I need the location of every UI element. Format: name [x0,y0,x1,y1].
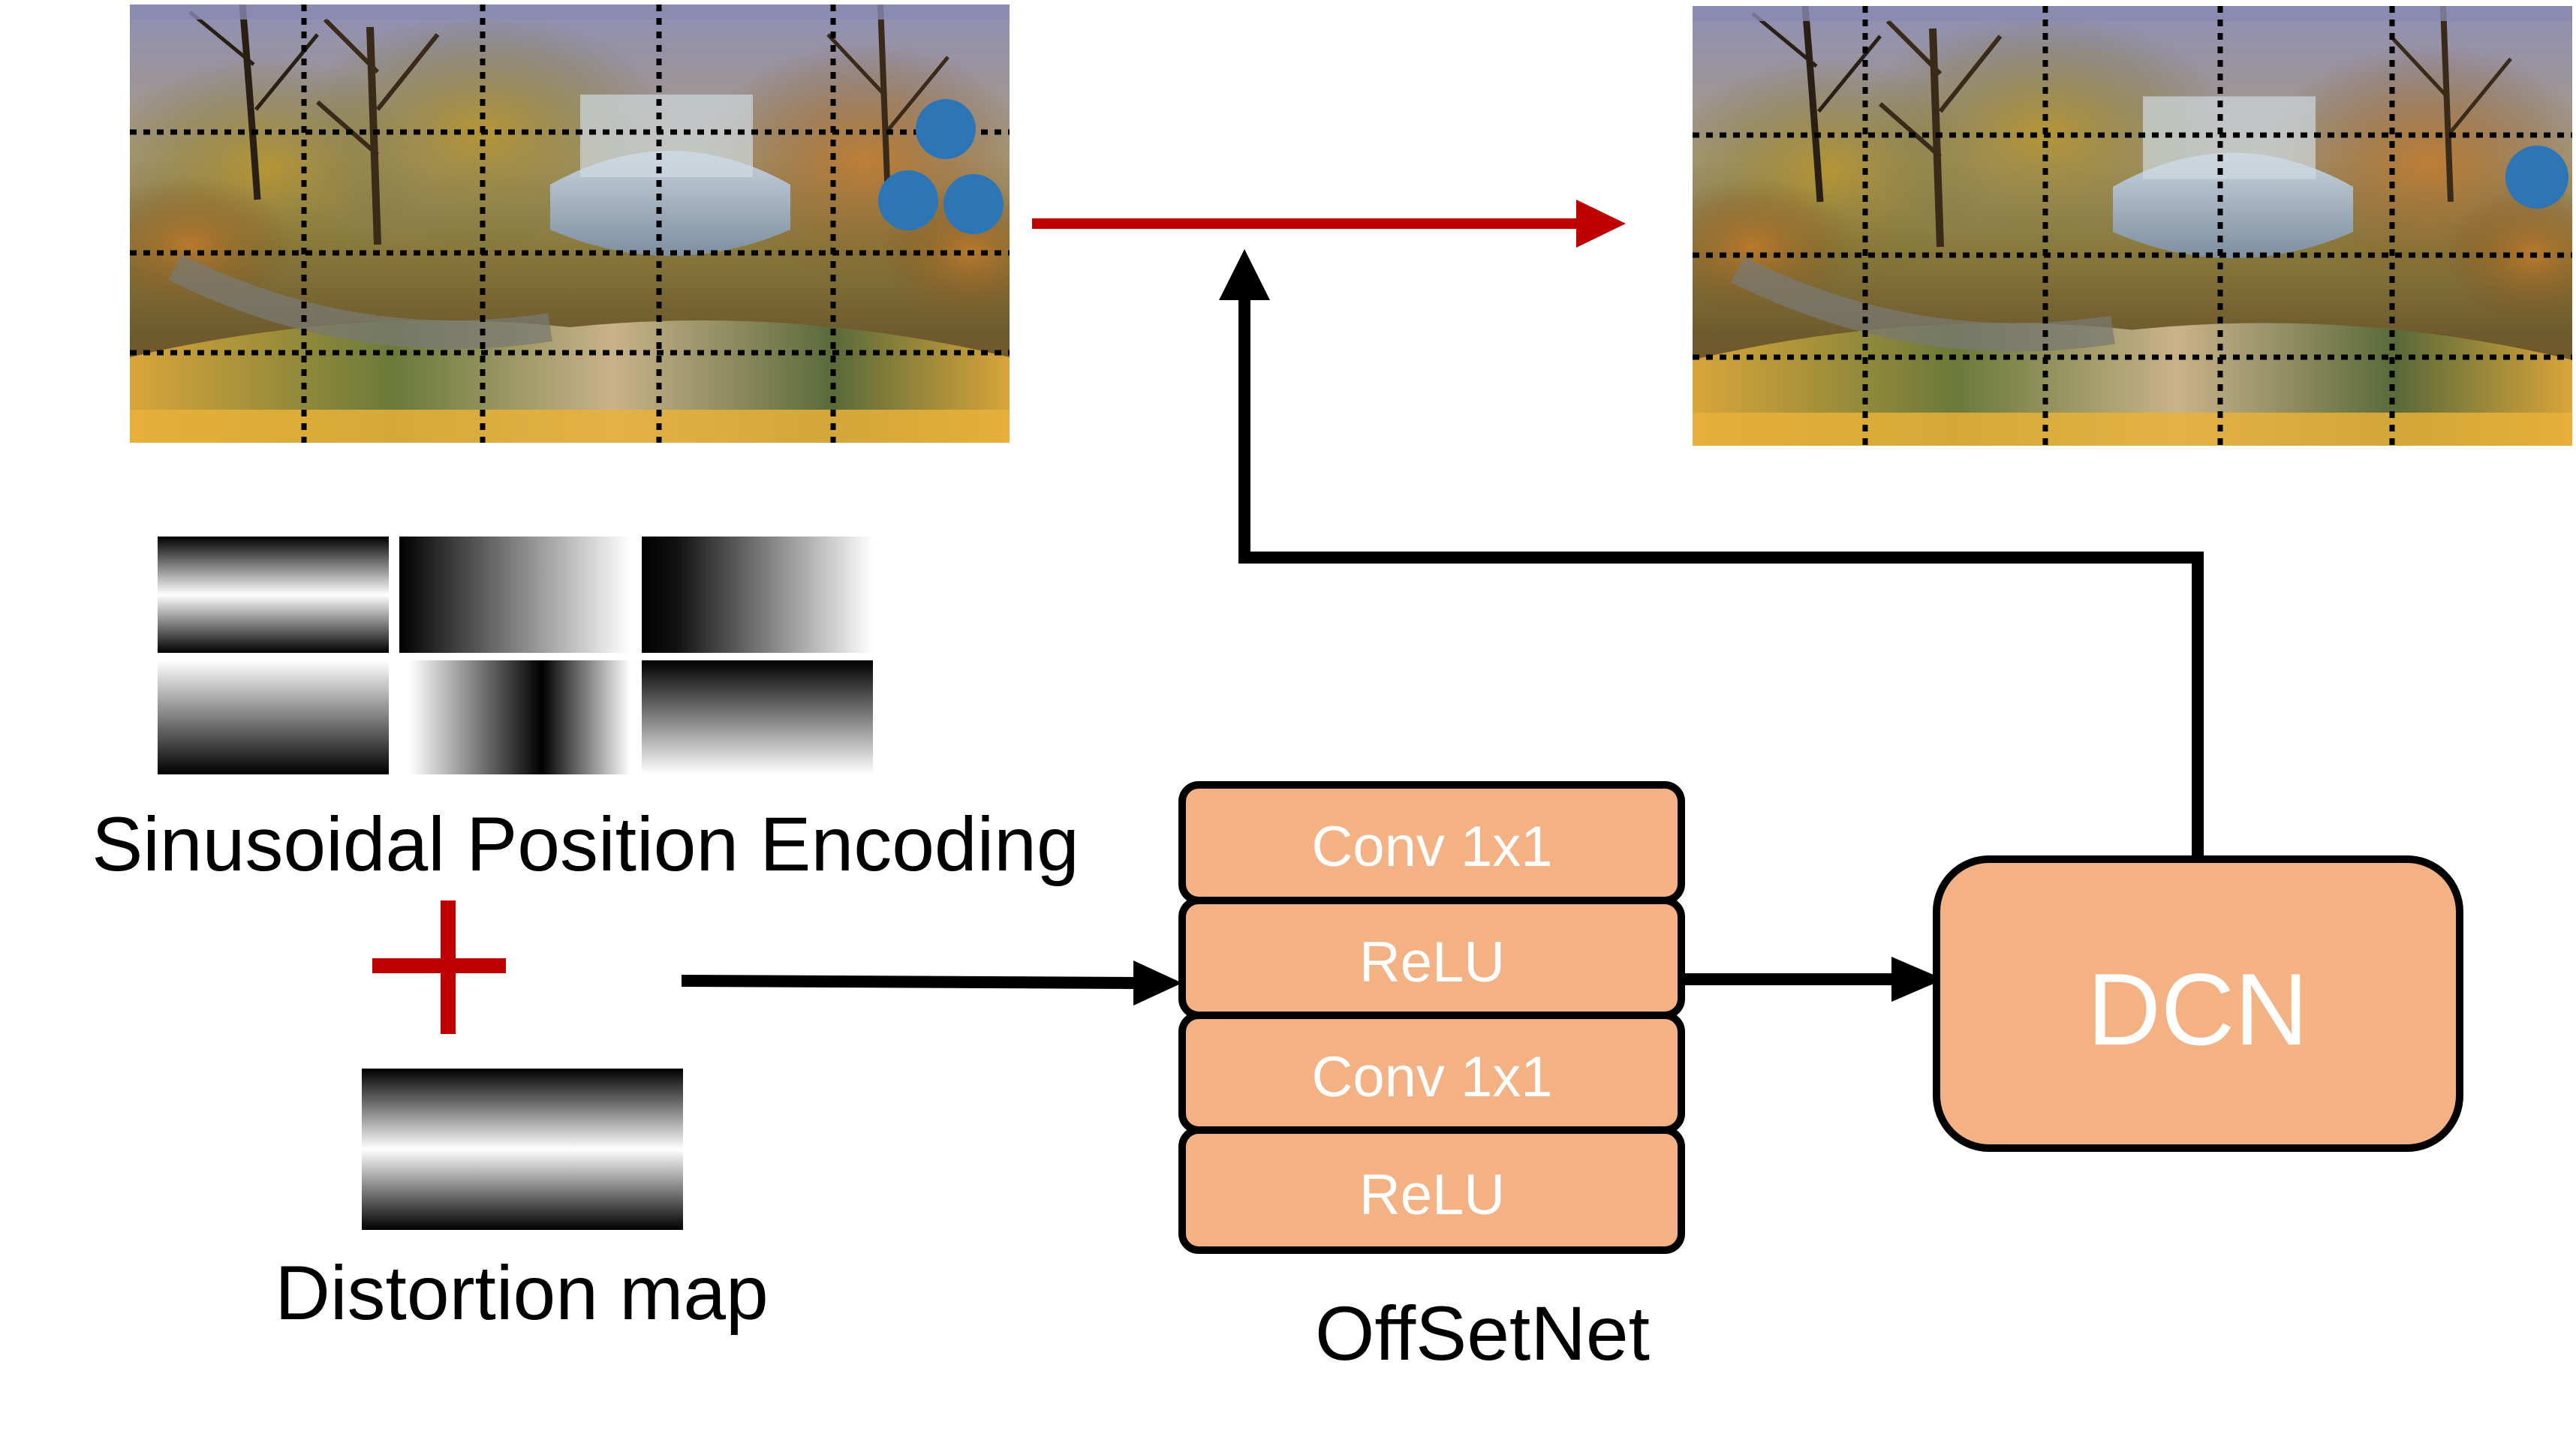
distortion-map-label: Distortion map [275,1250,769,1336]
position-encoding-label: Sinusoidal Position Encoding [92,801,1079,887]
sample-point [878,170,938,230]
pe-tile [409,660,630,774]
position-encoding-tiles [158,537,873,774]
pe-tile [642,537,873,653]
offsetnet-layer-relu2: ReLU [1178,1126,1685,1254]
layer-label: Conv 1x1 [1311,815,1552,879]
warp-arrow [1032,200,1626,248]
input-to-offsetnet-arrow [681,961,1182,1006]
plus-symbol: + [0,0,1,1]
output-sample-points [2505,146,2568,209]
input-sample-points [878,99,1004,234]
pe-tile [158,537,389,653]
offsetnet-to-dcn-arrow [1681,957,1944,1002]
plus-icon [372,900,506,1034]
layer-label: ReLU [1359,930,1505,994]
output-grid [1693,6,2572,446]
sample-point [943,174,1004,234]
layer-label: Conv 1x1 [1311,1045,1552,1109]
offsetnet-layer-conv2: Conv 1x1 [1178,1012,1685,1134]
offsetnet-layer-relu1: ReLU [1178,897,1685,1019]
dcn-label: DCN [2087,952,2309,1066]
layer-label: ReLU [1359,1163,1505,1227]
offsetnet-caption: OffSetNet [1315,1291,1650,1376]
offset-feedback-arrow [1219,249,2204,857]
offsetnet-stack: Conv 1x1 ReLU Conv 1x1 ReLU [1178,781,1685,1254]
sample-point [916,99,976,159]
distortion-map-image [362,1069,683,1230]
pe-tile [642,660,873,774]
input-grid [130,5,1010,443]
output-panorama [1648,6,2576,446]
sample-point [2505,146,2568,209]
dcn-block: DCN [1933,855,2463,1152]
pe-tile [399,537,630,653]
output-panorama-image [1648,6,2576,446]
input-panorama [130,5,1010,443]
pe-tile [158,660,389,774]
offsetnet-layer-conv1: Conv 1x1 [1178,781,1685,904]
